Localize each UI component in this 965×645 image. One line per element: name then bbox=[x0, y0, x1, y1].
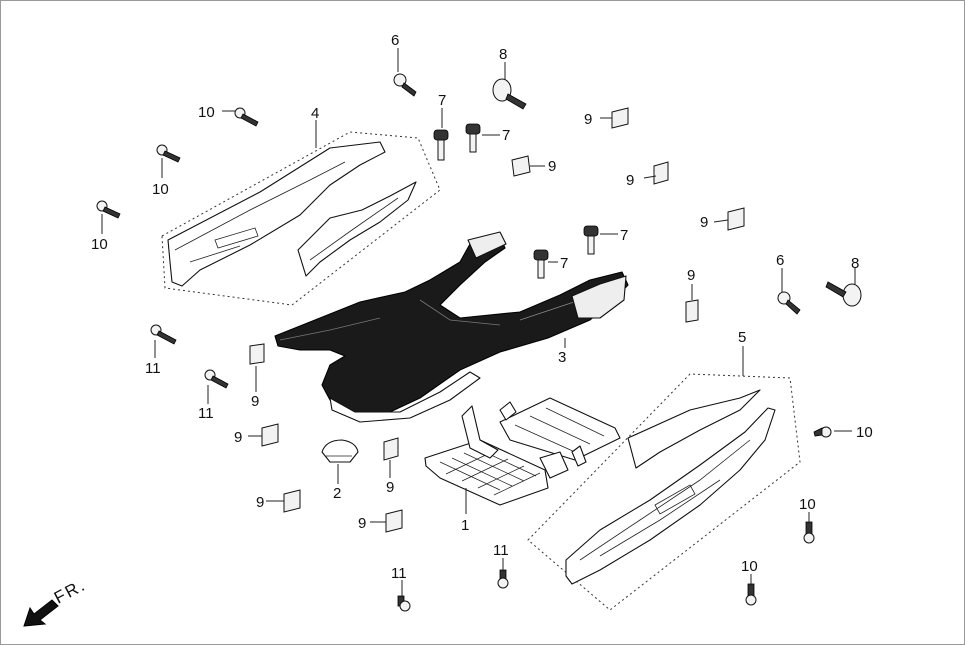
part-4-left-inner-cover bbox=[161, 131, 441, 306]
part-1-undertray bbox=[424, 397, 621, 506]
callout-9-d: 9 bbox=[700, 214, 708, 231]
callout-10-f: 10 bbox=[741, 558, 758, 575]
screw-7-b bbox=[465, 123, 481, 153]
callout-10-a: 10 bbox=[198, 104, 215, 121]
callout-2: 2 bbox=[333, 485, 341, 502]
bolt-6-right bbox=[777, 291, 801, 315]
callout-11-b: 11 bbox=[198, 405, 214, 422]
callout-5: 5 bbox=[738, 329, 746, 346]
front-arrow-icon bbox=[23, 599, 59, 627]
leader-lines bbox=[101, 48, 856, 598]
callout-6-top: 6 bbox=[391, 32, 399, 49]
callout-7-d: 7 bbox=[560, 255, 568, 272]
callout-9-h: 9 bbox=[386, 479, 394, 496]
callout-6-right: 6 bbox=[776, 252, 784, 269]
callout-8-right: 8 bbox=[851, 255, 859, 272]
callout-10-d: 10 bbox=[856, 424, 873, 441]
screw-7-c bbox=[583, 225, 599, 255]
callout-10-b: 10 bbox=[152, 181, 169, 198]
front-label: FR. bbox=[51, 575, 89, 607]
bolt-8-top bbox=[492, 78, 527, 110]
callout-9-b: 9 bbox=[548, 158, 556, 175]
bolt-8-right bbox=[825, 281, 862, 307]
bolt-6-top bbox=[393, 73, 417, 97]
callout-7-b: 7 bbox=[502, 127, 510, 144]
callout-9-j: 9 bbox=[358, 515, 366, 532]
callout-9-i: 9 bbox=[256, 494, 264, 511]
clip-nut-9-group bbox=[249, 107, 745, 533]
callout-11-a: 11 bbox=[145, 360, 161, 377]
callout-10-c: 10 bbox=[91, 236, 108, 253]
bolt-11-group bbox=[150, 324, 509, 612]
callout-10-e: 10 bbox=[799, 496, 816, 513]
part-2-cap bbox=[321, 439, 359, 463]
callout-4: 4 bbox=[311, 105, 319, 122]
screw-7-a bbox=[433, 129, 449, 161]
callout-11-d: 11 bbox=[391, 565, 407, 582]
callout-9-g: 9 bbox=[234, 429, 242, 446]
bolt-10-group bbox=[96, 107, 832, 606]
part-3-floor-panel bbox=[274, 231, 629, 423]
callout-3: 3 bbox=[558, 349, 566, 366]
callout-9-f: 9 bbox=[251, 393, 259, 410]
front-direction-indicator: FR. bbox=[23, 575, 89, 627]
callout-9-a: 9 bbox=[584, 111, 592, 128]
callout-1: 1 bbox=[461, 517, 469, 534]
callout-9-c: 9 bbox=[626, 172, 634, 189]
callout-11-c: 11 bbox=[493, 542, 509, 559]
callout-labels: 6 8 7 7 9 9 9 9 7 7 9 6 8 4 10 10 10 3 5… bbox=[91, 32, 873, 582]
callout-9-e: 9 bbox=[687, 267, 695, 284]
part-5-right-side-cover bbox=[527, 373, 801, 611]
callout-7-a: 7 bbox=[438, 92, 446, 109]
screw-7-d bbox=[533, 249, 549, 279]
callout-8-top: 8 bbox=[499, 46, 507, 63]
callout-7-c: 7 bbox=[620, 227, 628, 244]
